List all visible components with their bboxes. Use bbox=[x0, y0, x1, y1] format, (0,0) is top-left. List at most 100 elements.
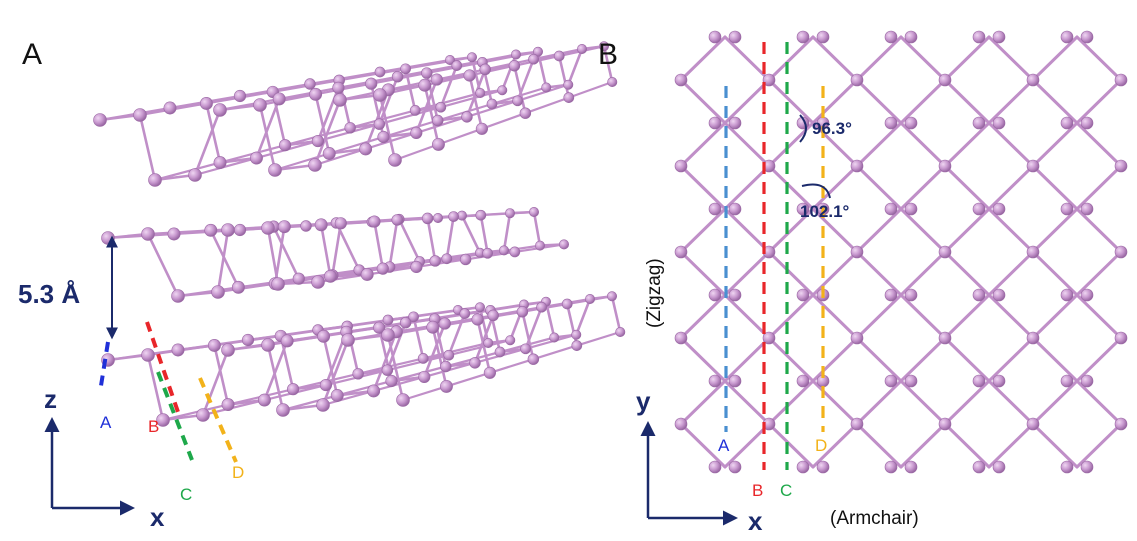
bond bbox=[943, 250, 991, 297]
bond bbox=[273, 225, 286, 285]
atom bbox=[1026, 245, 1040, 259]
atom bbox=[459, 308, 471, 319]
atom bbox=[381, 364, 394, 376]
atom bbox=[373, 118, 386, 130]
bond bbox=[1075, 293, 1123, 340]
bond bbox=[767, 250, 815, 297]
atom bbox=[884, 30, 898, 44]
atom bbox=[199, 97, 213, 110]
bond bbox=[1031, 207, 1079, 254]
bond bbox=[319, 223, 332, 278]
bond bbox=[532, 210, 542, 247]
y-axis-label: y bbox=[636, 386, 651, 416]
bond bbox=[443, 314, 495, 325]
atom bbox=[253, 98, 267, 112]
bond bbox=[524, 333, 578, 350]
bond bbox=[468, 74, 484, 131]
bond bbox=[723, 422, 771, 469]
bond bbox=[943, 293, 991, 340]
atom bbox=[708, 288, 722, 302]
atom bbox=[505, 335, 516, 346]
bond bbox=[516, 57, 535, 103]
bond bbox=[1075, 336, 1123, 383]
atom bbox=[1080, 374, 1094, 388]
bond bbox=[328, 135, 385, 155]
bond bbox=[335, 221, 361, 272]
panel-b-line-label-b: B bbox=[752, 481, 763, 500]
atom bbox=[410, 126, 423, 139]
atom bbox=[211, 285, 225, 299]
atom bbox=[1060, 202, 1074, 216]
atom bbox=[520, 343, 531, 355]
bond bbox=[176, 286, 240, 298]
atom bbox=[762, 331, 776, 345]
atom bbox=[359, 142, 373, 156]
bond bbox=[1031, 164, 1079, 211]
panel-b-line-label-a: A bbox=[718, 436, 730, 455]
atom bbox=[904, 116, 918, 130]
atom bbox=[463, 69, 476, 82]
atom bbox=[471, 313, 484, 326]
atom bbox=[972, 374, 986, 388]
bond bbox=[1031, 422, 1079, 469]
bond bbox=[1075, 422, 1123, 469]
atom bbox=[426, 320, 440, 334]
bond bbox=[1075, 78, 1123, 125]
bond bbox=[987, 379, 1035, 426]
atom bbox=[584, 293, 595, 304]
bond bbox=[679, 293, 727, 340]
atom bbox=[796, 288, 810, 302]
atom bbox=[482, 247, 493, 259]
bond bbox=[478, 305, 490, 345]
bond bbox=[364, 131, 418, 151]
atom bbox=[884, 288, 898, 302]
atom bbox=[221, 343, 235, 357]
atom bbox=[429, 255, 441, 267]
panel-b: B 96.3° 102.1° (Zigzag) (Armchair) y x A… bbox=[598, 30, 1128, 536]
bond bbox=[987, 78, 1035, 125]
bond bbox=[811, 207, 859, 254]
bond bbox=[855, 250, 903, 297]
atom bbox=[188, 168, 202, 182]
bond bbox=[322, 335, 339, 397]
atom bbox=[221, 223, 235, 237]
bond bbox=[943, 379, 991, 426]
bond bbox=[899, 35, 947, 82]
atom bbox=[276, 403, 290, 417]
atom bbox=[1114, 417, 1128, 431]
atom bbox=[391, 214, 403, 226]
atom bbox=[311, 135, 324, 148]
atom bbox=[1080, 116, 1094, 130]
x-axis-label-b: x bbox=[748, 506, 763, 536]
bond bbox=[811, 250, 859, 297]
bond bbox=[479, 213, 489, 255]
atom bbox=[399, 316, 412, 329]
bond bbox=[439, 64, 459, 109]
bond bbox=[943, 164, 991, 211]
atom bbox=[279, 139, 292, 152]
atom bbox=[466, 52, 477, 63]
bond bbox=[723, 379, 771, 426]
atom bbox=[250, 151, 263, 165]
atom bbox=[904, 30, 918, 44]
atom bbox=[388, 153, 402, 167]
bond bbox=[987, 422, 1035, 469]
bond bbox=[138, 113, 157, 182]
atom bbox=[1114, 73, 1128, 87]
bond bbox=[349, 109, 417, 129]
bond bbox=[811, 78, 859, 125]
bond bbox=[281, 394, 339, 412]
atom bbox=[233, 89, 247, 103]
bond bbox=[855, 35, 903, 82]
atom bbox=[1080, 460, 1094, 474]
atom bbox=[1026, 73, 1040, 87]
bond bbox=[216, 228, 230, 294]
bond bbox=[1031, 379, 1079, 426]
atom bbox=[261, 338, 275, 352]
bond bbox=[146, 353, 165, 422]
bond bbox=[146, 232, 180, 298]
atom bbox=[418, 370, 431, 383]
x-axis-label: x bbox=[150, 502, 165, 532]
atom bbox=[850, 73, 864, 87]
atom bbox=[541, 82, 552, 93]
